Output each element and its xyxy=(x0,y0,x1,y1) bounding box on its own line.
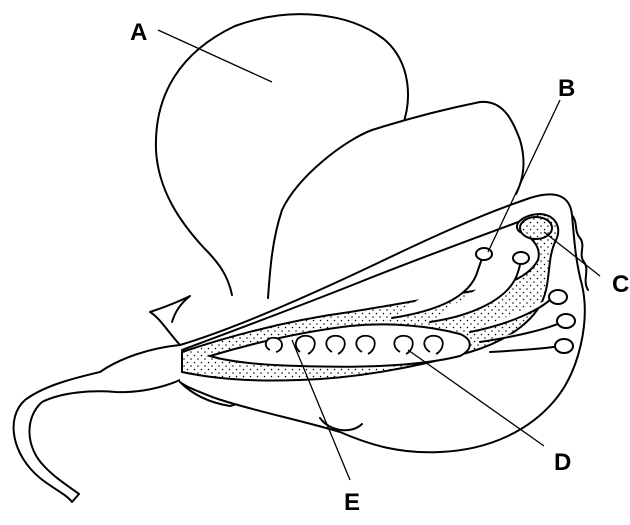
stalk xyxy=(14,345,180,502)
sepal-upper xyxy=(150,296,190,345)
label-c: C xyxy=(612,271,629,298)
anther xyxy=(555,339,573,353)
anther xyxy=(513,252,529,264)
anther xyxy=(549,290,567,304)
stigma xyxy=(520,217,552,239)
label-e: E xyxy=(344,489,360,516)
ovule xyxy=(296,336,315,354)
anther xyxy=(557,314,575,328)
label-d: D xyxy=(554,449,571,476)
label-a: A xyxy=(130,19,147,46)
label-b: B xyxy=(558,75,575,102)
ovule xyxy=(266,338,282,352)
